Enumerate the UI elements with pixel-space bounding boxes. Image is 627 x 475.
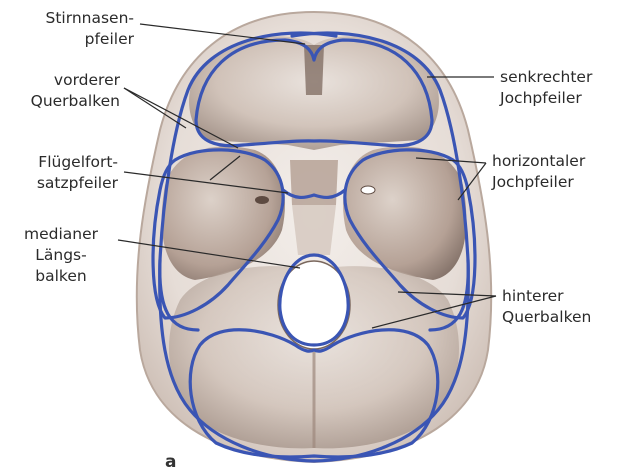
figure-letter: a bbox=[165, 452, 176, 472]
foramen-ovale-right bbox=[361, 186, 375, 194]
crista-galli bbox=[304, 45, 324, 95]
label-line: satzpfeiler bbox=[0, 173, 118, 194]
label-line: Längs- bbox=[8, 245, 114, 266]
label-horizontaler-jochpfeiler: horizontaler Jochpfeiler bbox=[492, 151, 585, 193]
label-line: Jochpfeiler bbox=[500, 88, 592, 109]
label-line: Querbalken bbox=[4, 91, 120, 112]
label-line: Querbalken bbox=[502, 307, 591, 328]
label-vorderer-querbalken: vorderer Querbalken bbox=[4, 70, 120, 112]
clivus bbox=[292, 205, 336, 255]
foramen-ovale-left bbox=[255, 196, 269, 204]
label-line: Jochpfeiler bbox=[492, 172, 585, 193]
label-line: senkrechter bbox=[500, 67, 592, 88]
label-line: pfeiler bbox=[4, 29, 134, 50]
label-line: vorderer bbox=[4, 70, 120, 91]
label-line: horizontaler bbox=[492, 151, 585, 172]
label-line: Flügelfort- bbox=[0, 152, 118, 173]
label-hinterer-querbalken: hinterer Querbalken bbox=[502, 286, 591, 328]
label-line: Stirnnasen- bbox=[4, 8, 134, 29]
label-fluegelfortsatzpfeiler: Flügelfort- satzpfeiler bbox=[0, 152, 118, 194]
label-line: balken bbox=[8, 266, 114, 287]
label-senkrechter-jochpfeiler: senkrechter Jochpfeiler bbox=[500, 67, 592, 109]
label-line: hinterer bbox=[502, 286, 591, 307]
label-stirnnasenpfeiler: Stirnnasen- pfeiler bbox=[4, 8, 134, 50]
label-medianer-laengsbalken: medianer Längs- balken bbox=[8, 224, 114, 287]
label-line: medianer bbox=[8, 224, 114, 245]
